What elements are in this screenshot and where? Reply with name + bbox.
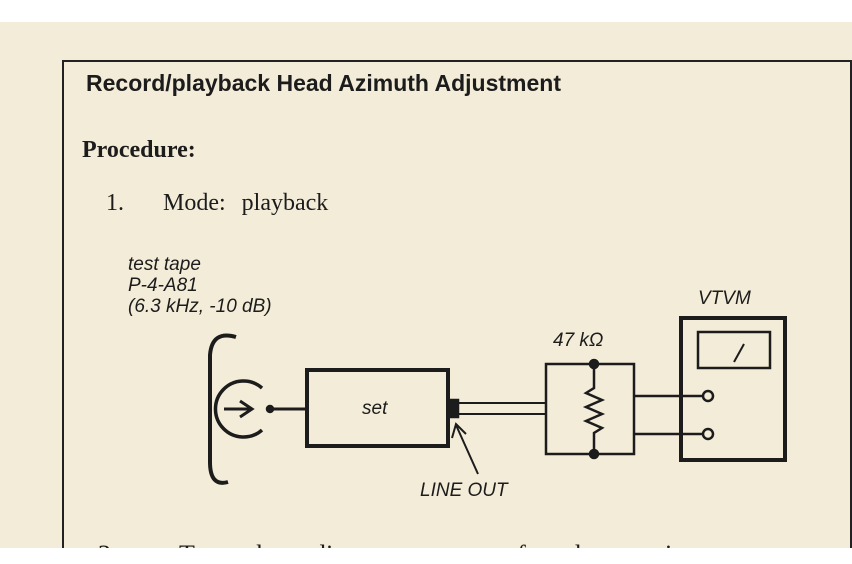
playback-head-icon (213, 379, 264, 439)
wiring-diagram (208, 316, 787, 485)
scanned-page: Record/playback Head Azimuth Adjustment … (0, 22, 852, 548)
vtvm-label: VTVM (698, 288, 751, 309)
vtvm-box (679, 316, 787, 462)
step-text: Mode: playback (163, 190, 329, 216)
section-frame (62, 60, 852, 548)
section-title: Record/playback Head Azimuth Adjustment (86, 70, 561, 96)
jack-icon (446, 398, 460, 419)
arrow-icon (224, 399, 255, 419)
tape-icon (208, 333, 237, 485)
set-label: set (362, 398, 388, 419)
line-out-label: LINE OUT (420, 480, 508, 501)
meter-window (696, 330, 772, 370)
terminal-icon (701, 389, 715, 403)
meter-needle (733, 343, 745, 363)
step-text: 2. Turn the adjustment screw for the max… (98, 540, 726, 548)
set-box (305, 368, 450, 448)
step-number: 1. (106, 190, 124, 216)
cable (458, 402, 547, 415)
terminal-icon (701, 427, 715, 441)
procedure-heading: Procedure: (82, 137, 196, 163)
resistor-icon (582, 364, 606, 454)
resistor-label: 47 kΩ (553, 330, 604, 351)
line-out-arrow (451, 422, 479, 475)
